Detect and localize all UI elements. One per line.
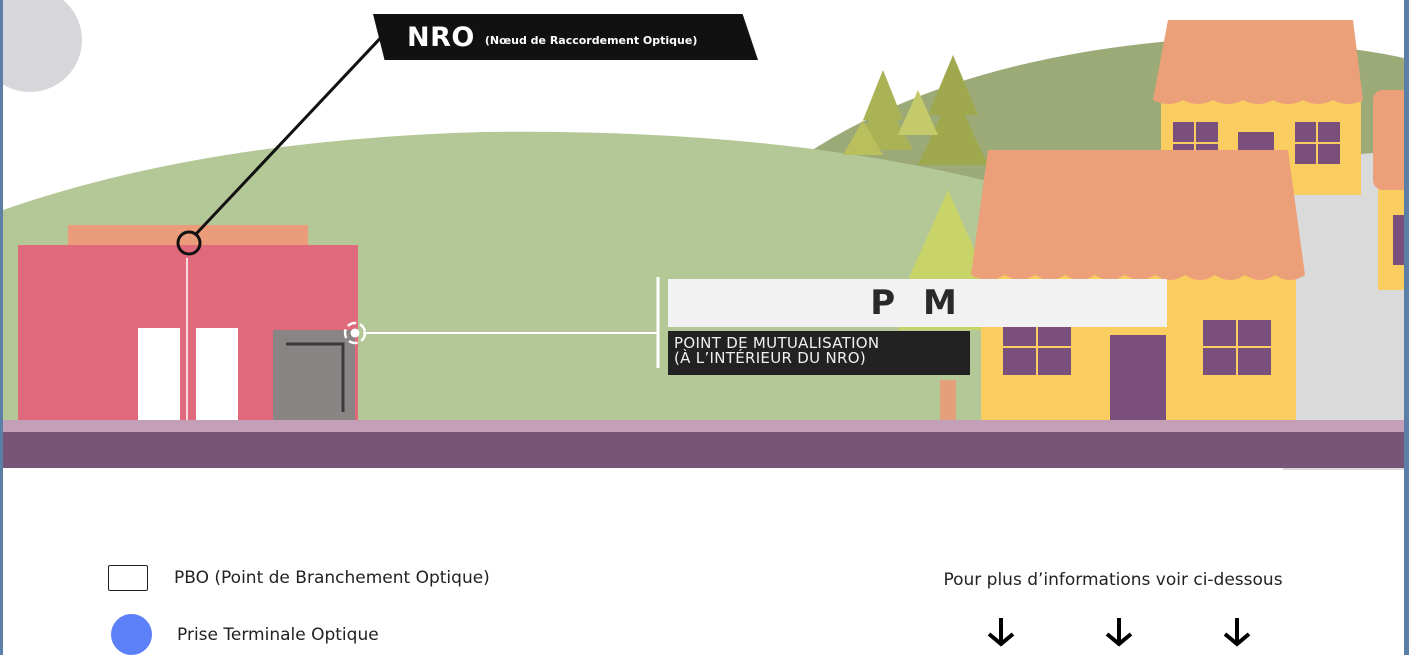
village-illustration	[3, 0, 1404, 470]
pbo-box-icon	[108, 565, 148, 591]
nro-building	[18, 225, 358, 420]
far-right-house	[1373, 90, 1404, 290]
gray-area	[1283, 150, 1404, 470]
legend-pbo-label: PBO (Point de Branchement Optique)	[174, 568, 490, 588]
pto-dot-icon	[111, 614, 152, 655]
pm-abbr: P M	[870, 283, 965, 323]
legend-pto: Prise Terminale Optique	[111, 614, 379, 655]
legend-pto-label: Prise Terminale Optique	[177, 624, 379, 645]
pm-target-inner	[350, 328, 360, 338]
nro-pointer-circle	[176, 230, 202, 256]
arrow-down-icon[interactable]	[981, 612, 1021, 652]
arrow-down-icon[interactable]	[1217, 612, 1257, 652]
nro-label: NRO (Nœud de Raccordement Optique)	[373, 14, 758, 60]
back-trees	[843, 55, 988, 165]
pm-line-2: (À L’INTÉRIEUR DU NRO)	[674, 349, 866, 367]
legend-pbo: PBO (Point de Branchement Optique)	[108, 565, 490, 591]
pm-label: P M	[668, 279, 1167, 327]
street	[3, 432, 1404, 468]
nro-pointer-line	[194, 28, 390, 236]
back-house	[1153, 20, 1363, 195]
nro-abbr: NRO	[407, 21, 475, 53]
pm-description: POINT DE MUTUALISATION (À L’INTÉRIEUR DU…	[668, 331, 970, 375]
nro-full-name: (Nœud de Raccordement Optique)	[484, 33, 698, 47]
pm-target-outer	[343, 321, 367, 345]
sidewalk	[3, 420, 1404, 432]
arrow-down-icon[interactable]	[1099, 612, 1139, 652]
info-text: Pour plus d’informations voir ci-dessous	[943, 570, 1283, 590]
sun-circle	[3, 0, 82, 92]
pm-line-1: POINT DE MUTUALISATION	[674, 334, 880, 352]
